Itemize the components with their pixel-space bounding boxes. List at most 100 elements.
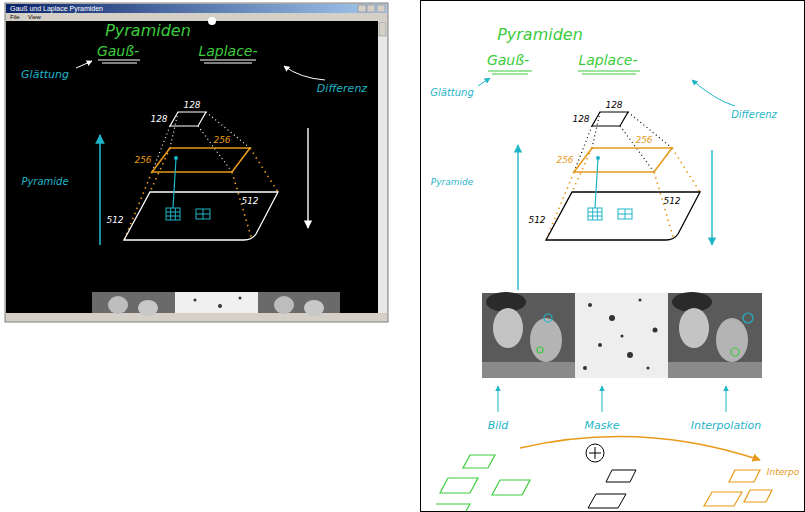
size-number: 256	[556, 156, 573, 165]
face	[274, 296, 294, 314]
pyramid-type: Gauß-	[487, 53, 529, 67]
grid-line	[592, 208, 593, 220]
menu-bar	[6, 13, 387, 21]
board-canvas	[6, 21, 378, 313]
grid-line	[597, 208, 598, 220]
dotted-line	[150, 148, 170, 192]
window-button	[358, 5, 366, 12]
underline	[488, 70, 532, 71]
grid-cell	[166, 208, 180, 220]
pointer-arrow	[602, 386, 603, 412]
clothing	[482, 362, 575, 378]
annotation: Differenz	[317, 83, 367, 94]
grid-line	[175, 208, 176, 220]
size-number: 128	[150, 115, 167, 124]
heading: Pyramiden	[497, 27, 583, 43]
pyramid-level-512	[546, 192, 700, 240]
face	[304, 300, 324, 316]
level-connector	[546, 148, 700, 240]
menu-item: File	[10, 14, 20, 20]
mask-dot	[639, 299, 642, 302]
window-title: Gauß und Laplace Pyramiden	[10, 5, 103, 12]
black-levels	[588, 470, 636, 508]
pyramid-type: Laplace-	[578, 53, 637, 67]
green-levels	[436, 455, 530, 511]
mark	[731, 348, 739, 356]
underline	[492, 73, 528, 74]
size-number: 128	[572, 115, 589, 124]
face	[493, 308, 523, 348]
down-arrow	[307, 128, 308, 228]
mark	[544, 314, 552, 322]
window-button	[367, 5, 375, 12]
dotted-line	[592, 112, 600, 148]
pixel-grid	[166, 208, 210, 220]
dotted-line	[572, 148, 592, 192]
photo-panel	[258, 292, 340, 313]
dotted-line	[546, 172, 574, 240]
orange-levels	[704, 470, 772, 506]
annotation: Glättung	[21, 69, 69, 80]
pyramid-level-256	[574, 148, 672, 172]
up-arrow	[517, 145, 518, 290]
projection-line	[595, 158, 598, 208]
window-button	[377, 5, 385, 12]
pointer-arrow	[726, 386, 727, 412]
pointer-arrow	[76, 61, 92, 68]
pixel-grid	[588, 208, 632, 220]
clothing	[668, 362, 762, 378]
dotted-line	[574, 126, 592, 172]
menu-item: View	[28, 14, 41, 20]
size-number: 512	[528, 216, 545, 225]
mask-dot	[194, 299, 197, 302]
level-sketch	[436, 504, 470, 511]
pointer-arrow	[284, 66, 325, 80]
dotted-line	[250, 148, 278, 192]
dotted-line	[672, 148, 700, 192]
face	[108, 296, 128, 314]
level-sketch	[704, 492, 742, 506]
mask-dot	[627, 352, 633, 358]
grid-cell	[196, 209, 210, 219]
mask-dots	[583, 299, 658, 371]
page-frame	[421, 1, 805, 512]
dotted-line	[206, 112, 250, 148]
image-caption: Interpolation	[691, 420, 761, 431]
dotted-line	[620, 126, 654, 172]
grid-line	[588, 216, 602, 217]
mark	[743, 313, 753, 323]
mask-dot	[218, 304, 222, 308]
up-arrow	[99, 135, 101, 245]
size-number: 512	[663, 197, 680, 206]
grid-line	[196, 214, 210, 215]
image-caption: Bild	[488, 420, 509, 431]
annotation: Glättung	[430, 88, 474, 98]
scrollbar	[378, 21, 387, 313]
size-number: 512	[106, 216, 123, 225]
dotted-line	[628, 112, 672, 148]
size-number: 128	[605, 101, 622, 110]
mask-panel	[175, 292, 258, 313]
photo-panel	[482, 293, 575, 378]
mask-dot	[647, 367, 650, 370]
level-sketch	[440, 478, 478, 493]
grid-cell	[618, 209, 632, 219]
projection-line	[173, 158, 176, 208]
size-number: 128	[183, 101, 200, 110]
size-number: 256	[213, 136, 230, 145]
annotation: Interpo	[767, 468, 799, 477]
dotted-line	[232, 172, 252, 240]
face	[716, 318, 748, 362]
face	[679, 308, 709, 348]
heading: Pyramiden	[105, 23, 191, 39]
level-sketch	[492, 480, 530, 495]
grid-line	[166, 216, 180, 217]
underline	[200, 59, 256, 60]
size-number: 256	[635, 136, 652, 145]
scroll-thumb	[379, 22, 386, 36]
level-sketch	[744, 490, 772, 502]
annotation: Differenz	[731, 110, 777, 120]
pyramid-level-256	[152, 148, 250, 172]
level-connector	[124, 148, 278, 240]
